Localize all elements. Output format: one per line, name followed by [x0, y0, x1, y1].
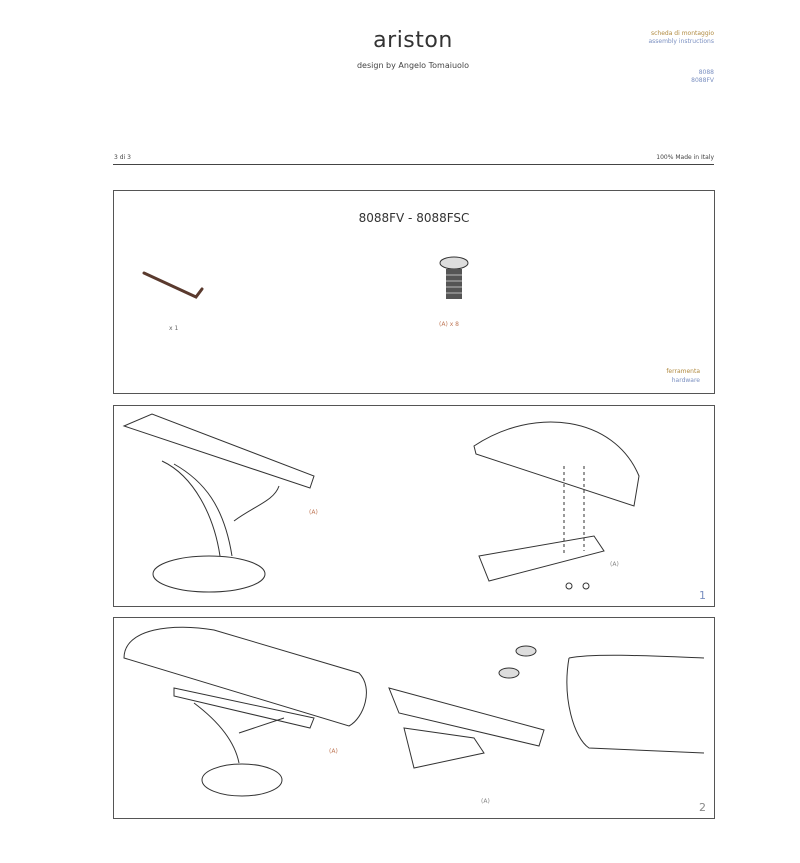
panel-title: 8088FV - 8088FSC: [358, 211, 470, 225]
callout-a: (A): [610, 561, 619, 568]
allen-wrench-icon: [142, 271, 204, 299]
hardware-panel: 8088FV - 8088FSC x 1 (A) x 8 ferramenta …: [113, 190, 715, 394]
step-1-panel: (A) (A) 1: [113, 405, 715, 607]
step-1-illustration: [122, 413, 640, 593]
wrench-quantity: x 1: [169, 325, 179, 332]
divider: [113, 164, 714, 165]
brand-logo: ariston: [373, 28, 453, 53]
product-code: 8088FV: [691, 77, 714, 84]
designer-credit: design by Angelo Tomaiuolo: [356, 61, 470, 70]
label-en: hardware: [671, 377, 700, 384]
doc-type-en: assembly instructions: [648, 38, 714, 45]
step-2-illustration: [123, 626, 705, 797]
step-number: 2: [699, 801, 706, 814]
made-in-italy: 100% Made in Italy: [656, 154, 714, 161]
product-code: 8088: [698, 69, 714, 76]
doc-type-it: scheda di montaggio: [651, 30, 714, 37]
page-number: 3 di 3: [114, 154, 131, 161]
screw-icon: [439, 256, 469, 299]
screw-quantity: (A) x 8: [439, 321, 459, 328]
callout-a: (A): [309, 509, 318, 516]
step-number: 1: [699, 589, 706, 602]
step-2-panel: (A) (A) 2: [113, 617, 715, 819]
label-it: ferramenta: [666, 368, 700, 375]
callout-a: (A): [329, 748, 338, 755]
callout-a: (A): [481, 798, 490, 805]
